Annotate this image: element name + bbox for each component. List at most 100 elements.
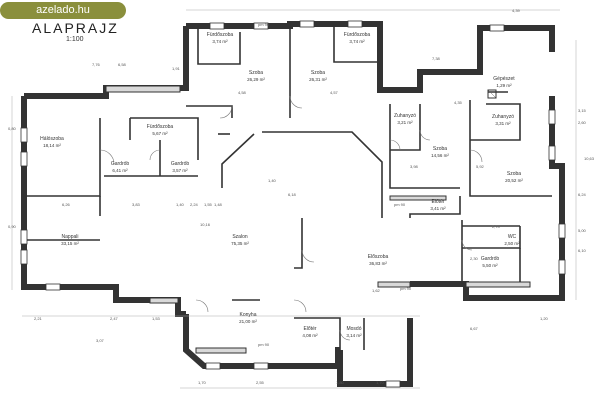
room-area: 21,00 m²	[239, 319, 257, 324]
dimension-label: 3,98	[410, 164, 419, 169]
room-labels: Fürdőszoba 3,74 m² Fürdőszoba 3,74 m² Sz…	[40, 32, 523, 338]
door-tag: pm 90	[258, 342, 270, 347]
room-name: Zuhanyzó	[394, 113, 416, 119]
dimension-label: 7,76	[92, 62, 101, 67]
dimension-label: 4,39	[512, 8, 521, 13]
room-area: 33,15 m²	[61, 241, 79, 246]
dimension-label: 1,70	[198, 380, 207, 385]
dimension-labels: 7,76 6,58 4,58 4,57 4,39 7,38 4,35 1,91 …	[8, 8, 595, 385]
dimension-label: 1,40	[268, 178, 277, 183]
room-area: 4,08 m²	[302, 333, 318, 338]
room-area: 3,57 m²	[172, 168, 188, 173]
dimension-label: 2,74	[492, 224, 501, 229]
dimension-label: 7,38	[432, 56, 441, 61]
dimension-label: 0,80	[8, 126, 17, 131]
dimension-label: 2,24	[190, 202, 199, 207]
dimension-label: 1,80	[336, 380, 345, 385]
watermark-badge: azelado.hu	[0, 2, 126, 19]
door-tags: pm 90 pm 90 pm 90 pm 90	[258, 22, 412, 347]
room-name: Gardrób	[111, 161, 130, 167]
room-name: Fürdőszoba	[344, 32, 371, 38]
dimension-lines	[11, 9, 577, 389]
room-area: 2,50 m²	[504, 241, 520, 246]
room-name: Szoba	[433, 146, 447, 152]
door-tag: pm 90	[400, 286, 412, 291]
room-name: Gépészet	[493, 76, 515, 82]
dimension-label: 1,55	[204, 202, 213, 207]
room-name: Szalon	[232, 234, 248, 240]
door-tag: pm 90	[258, 22, 270, 27]
dimension-label: 6,18	[288, 192, 297, 197]
room-area: 3,74 m²	[212, 39, 228, 44]
room-name: WC	[508, 234, 517, 240]
dimension-label: 10,63	[584, 156, 595, 161]
dimension-label: 6,58	[118, 62, 127, 67]
room-area: 75,35 m²	[231, 241, 249, 246]
dimension-label: 4,58	[238, 90, 247, 95]
room-area: 3,74 m²	[349, 39, 365, 44]
dimension-label: 3,83	[132, 202, 141, 207]
room-area: 36,83 m²	[369, 261, 387, 266]
dimension-label: 6,10	[578, 248, 587, 253]
room-name: Fürdőszoba	[147, 124, 174, 130]
room-name: Gardrób	[171, 161, 190, 167]
dimension-label: 2,21	[34, 316, 43, 321]
dimension-label: 2,47	[110, 316, 119, 321]
dimension-label: 3,07	[96, 338, 105, 343]
room-name: Szoba	[311, 70, 325, 76]
room-name: Mosdó	[346, 326, 361, 332]
door-tag: pm 90	[394, 202, 406, 207]
door-swings	[99, 95, 483, 341]
room-area: 26,31 m²	[309, 77, 327, 82]
dimension-label: 2,60	[578, 120, 587, 125]
room-area: 3,21 m²	[397, 120, 413, 125]
room-area: 20,52 m²	[505, 178, 523, 183]
dimension-label: 4,35	[454, 100, 463, 105]
room-name: Előtér	[431, 199, 444, 205]
room-area: 18,14 m²	[43, 143, 61, 148]
dimension-label: 1,53	[152, 316, 161, 321]
plan-title: ALAPRAJZ	[32, 20, 119, 36]
wall-hatching	[105, 85, 531, 354]
dimension-label: 10,16	[200, 222, 211, 227]
room-name: Szoba	[249, 70, 263, 76]
exterior-walls	[21, 21, 565, 387]
room-name: Zuhanyzó	[492, 114, 514, 120]
dimension-label: 2,30	[470, 256, 479, 261]
room-area: 6,41 m²	[112, 168, 128, 173]
dimension-label: 5,92	[476, 164, 485, 169]
dimension-label: 1,91	[172, 66, 181, 71]
room-area: 3,31 m²	[495, 121, 511, 126]
room-area: 5,50 m²	[482, 263, 498, 268]
dimension-label: 2,55	[256, 380, 265, 385]
room-name: Előtér	[303, 326, 316, 332]
room-area: 5,67 m²	[152, 131, 168, 136]
room-area: 3,14 m²	[346, 333, 362, 338]
interior-walls	[24, 24, 552, 350]
room-name: Konyha	[240, 312, 257, 318]
room-name: Hálószoba	[40, 136, 64, 142]
dimension-label: 1,20	[540, 316, 549, 321]
room-name: Szoba	[507, 171, 521, 177]
dimension-label: 0,90	[8, 224, 17, 229]
plan-scale: 1:100	[66, 36, 84, 43]
dimension-label: 6,26	[62, 202, 71, 207]
room-name: Nappali	[62, 234, 79, 240]
dimension-label: 1,48	[214, 202, 223, 207]
room-area: 3,41 m²	[430, 206, 446, 211]
room-name: Előszoba	[368, 254, 389, 260]
dimension-label: 1,62	[372, 288, 381, 293]
dimension-label: 3,15	[578, 108, 587, 113]
windows	[20, 20, 566, 388]
room-area: 1,29 m²	[496, 83, 512, 88]
room-name: Fürdőszoba	[207, 32, 234, 38]
room-area: 14,56 m²	[431, 153, 449, 158]
room-name: Gardrób	[481, 256, 500, 262]
dimension-label: 1,70	[376, 380, 385, 385]
dimension-label: 1,40	[176, 202, 185, 207]
dimension-label: 4,57	[330, 90, 339, 95]
room-area: 26,29 m²	[247, 77, 265, 82]
service-box	[487, 89, 497, 99]
dimension-label: 6,67	[470, 326, 479, 331]
